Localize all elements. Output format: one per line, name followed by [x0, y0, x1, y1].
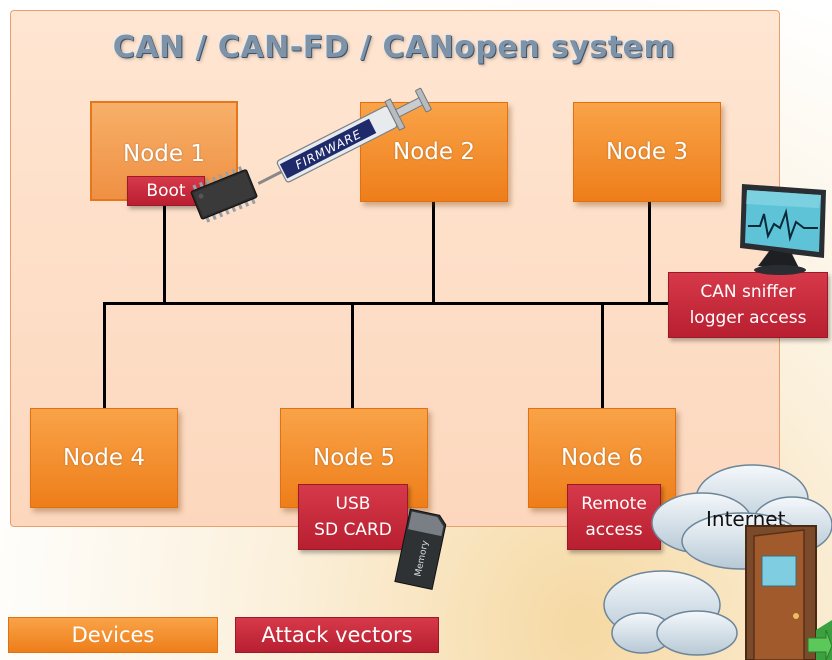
node-4-label: Node 4 — [63, 445, 145, 471]
bus-drop-node2 — [432, 202, 435, 304]
legend-attack-vectors: Attack vectors — [235, 617, 439, 653]
monitor-icon — [740, 184, 826, 275]
door-icon — [745, 525, 832, 660]
remote-label-line1: Remote — [581, 494, 647, 514]
node-5-label: Node 5 — [313, 445, 395, 471]
node-2-label: Node 2 — [393, 139, 475, 165]
diagram-title: CAN / CAN-FD / CANopen system — [112, 30, 676, 65]
boot-label: Boot — [146, 181, 186, 201]
sd-card-icon: Memory — [394, 508, 447, 590]
boot-attack-tag: Boot — [127, 176, 205, 206]
bus-drop-node5 — [351, 302, 354, 408]
bus-drop-node3 — [648, 202, 651, 304]
node-1-label: Node 1 — [123, 141, 205, 167]
sniffer-label-line1: CAN sniffer — [700, 282, 796, 302]
node-6-label: Node 6 — [561, 445, 643, 471]
bus-drop-node1 — [163, 205, 166, 304]
legend-devices: Devices — [8, 617, 218, 653]
usb-sdcard-attack-tag: USB SD CARD — [298, 484, 408, 550]
node-3: Node 3 — [573, 102, 721, 202]
node-3-label: Node 3 — [606, 139, 688, 165]
microchip-icon — [190, 166, 258, 223]
legend-devices-label: Devices — [71, 623, 155, 647]
legend-attack-vectors-label: Attack vectors — [261, 623, 413, 647]
sniffer-label-line2: logger access — [689, 308, 807, 328]
bus-drop-node4 — [103, 302, 106, 408]
bus-drop-node6 — [601, 302, 604, 408]
usb-label-line2: SD CARD — [314, 520, 392, 540]
sniffer-attack-tag: CAN sniffer logger access — [668, 272, 828, 338]
remote-access-attack-tag: Remote access — [567, 484, 661, 550]
cloud-icon — [603, 464, 832, 656]
bus-main-line — [103, 302, 703, 305]
remote-label-line2: access — [585, 520, 643, 540]
firmware-syringe-icon: FIRMWARE — [257, 87, 432, 185]
node-4: Node 4 — [30, 408, 178, 508]
usb-label-line1: USB — [335, 494, 371, 514]
